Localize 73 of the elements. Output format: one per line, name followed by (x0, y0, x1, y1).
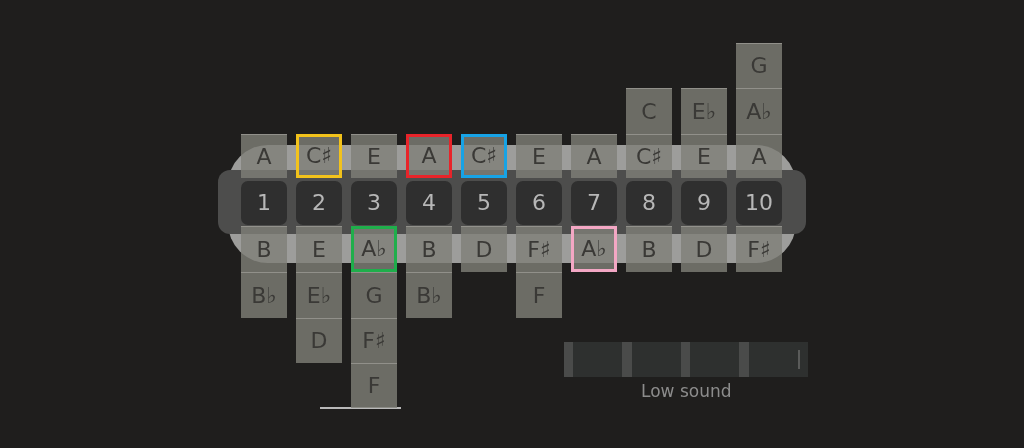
note-tile (626, 134, 672, 178)
note-name: A♭ (581, 238, 607, 260)
hole-number: 2 (312, 192, 326, 214)
note-tile (351, 272, 397, 318)
note-name: A♭ (361, 238, 387, 260)
note-tile (351, 363, 397, 408)
note-tile (516, 226, 562, 272)
hole-number-box (461, 181, 507, 225)
note-name: C♯ (306, 145, 332, 167)
note-name: B (256, 238, 272, 261)
hole-number-box (351, 181, 397, 225)
note-name: D (475, 238, 493, 261)
hole-number: 10 (745, 192, 773, 214)
hole-number-box (406, 181, 452, 225)
note-name: E (532, 145, 546, 168)
note-tile (241, 134, 287, 178)
note-tile (571, 134, 617, 178)
note-name: A (256, 145, 272, 168)
note-tile (736, 226, 782, 272)
hole-number-box (516, 181, 562, 225)
note-name: B (421, 238, 437, 261)
note-name: A (586, 145, 602, 168)
hole-number: 3 (367, 192, 381, 214)
note-tile (736, 43, 782, 88)
note-tile (681, 226, 727, 272)
note-name: A (421, 145, 437, 167)
hole-number: 9 (697, 192, 711, 214)
hole-number-box (571, 181, 617, 225)
hole-number-box (681, 181, 727, 225)
note-name: E (312, 238, 326, 261)
note-name: F♯ (527, 238, 551, 261)
hole-number: 7 (587, 192, 601, 214)
hole-number: 5 (477, 192, 491, 214)
hole-number-box (241, 181, 287, 225)
hole-number-box (736, 181, 782, 225)
note-name: A (751, 145, 767, 168)
highlighted-note-tile (406, 134, 452, 178)
hole-number-box (296, 181, 342, 225)
note-tile (296, 226, 342, 272)
note-name: B (641, 238, 657, 261)
note-tile (736, 88, 782, 134)
note-name: E (367, 145, 381, 168)
note-name: F♯ (747, 238, 771, 261)
hole-number: 8 (642, 192, 656, 214)
note-tile (241, 272, 287, 318)
highlighted-note-tile (351, 226, 397, 272)
note-tile (516, 134, 562, 178)
hole-number: 4 (422, 192, 436, 214)
note-tile (296, 318, 342, 363)
note-name: C♯ (471, 145, 497, 167)
highlighted-note-tile (296, 134, 342, 178)
note-tile (626, 88, 672, 134)
highlighted-note-tile (571, 226, 617, 272)
note-tile (406, 226, 452, 272)
note-tile (296, 272, 342, 318)
note-tile (351, 134, 397, 178)
note-tile (681, 88, 727, 134)
hole-number: 6 (532, 192, 546, 214)
highlighted-note-tile (461, 134, 507, 178)
note-tile (241, 226, 287, 272)
note-tile (626, 226, 672, 272)
note-name: E (697, 145, 711, 168)
note-name: D (695, 238, 713, 261)
note-tile (351, 318, 397, 363)
note-tile (736, 134, 782, 178)
meter-caption: Low sound (641, 383, 732, 400)
note-name: C♯ (636, 145, 662, 168)
note-tile (406, 272, 452, 318)
hole-number-box (626, 181, 672, 225)
note-tile (516, 272, 562, 318)
note-tile (681, 134, 727, 178)
hole-number: 1 (257, 192, 271, 214)
note-tile (461, 226, 507, 272)
